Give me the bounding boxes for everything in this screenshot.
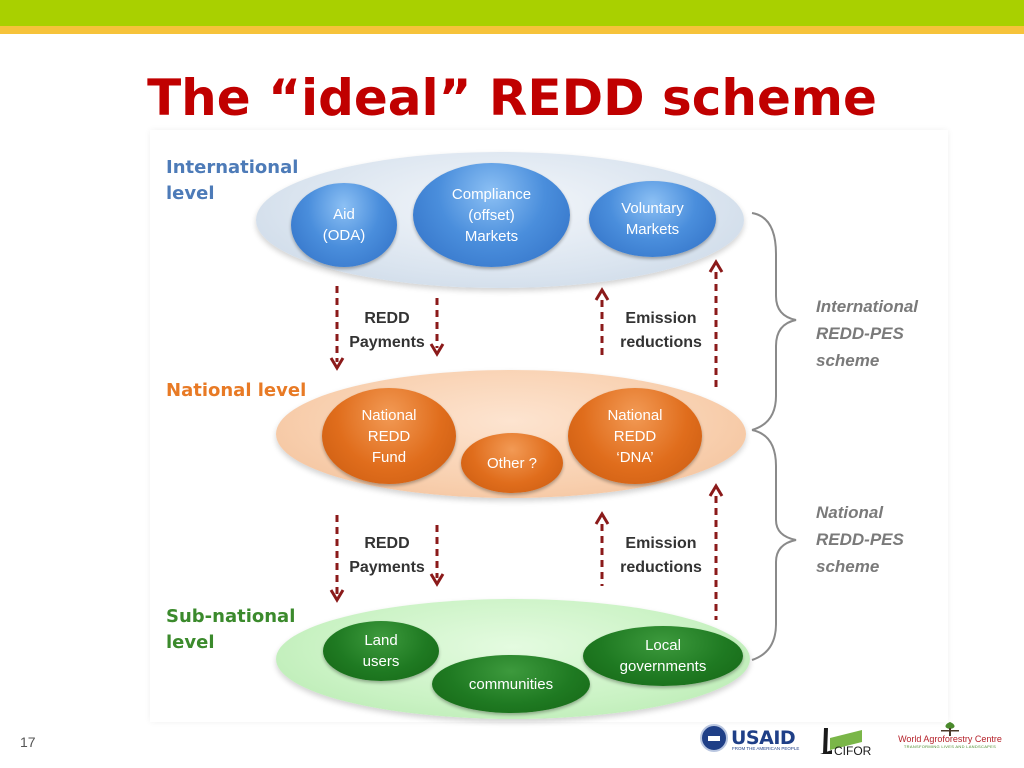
slide-number: 17 (20, 734, 36, 750)
compliance-markets-node: Compliance (offset) Markets (413, 163, 570, 267)
arrowhead (329, 357, 345, 371)
redd-payments-label-lower: REDD Payments (349, 535, 425, 576)
usaid-tagline: FROM THE AMERICAN PEOPLE (732, 746, 800, 751)
national-redd-fund-node: National REDD Fund (322, 388, 456, 484)
international-scheme-label: International REDD-PES scheme (816, 297, 919, 370)
voluntary-markets-node: Voluntary Markets (589, 181, 716, 257)
national-scheme-brace (751, 429, 797, 661)
cifor-wordmark: CIFOR (834, 744, 872, 758)
other-node: Other ? (461, 433, 563, 493)
international-scheme-brace (751, 212, 797, 431)
redd-payments-label-upper: REDD Payments (349, 310, 425, 351)
usaid-wordmark: USAID (731, 727, 796, 749)
arrowhead (708, 483, 724, 497)
subnational-level-label: Sub-national level (166, 606, 296, 653)
icraf-tagline: TRANSFORMING LIVES AND LANDSCAPES (903, 744, 997, 749)
tree-icon (941, 722, 959, 736)
land-users-node: Land users (323, 621, 439, 681)
emission-reductions-label-upper: Emission reductions (620, 310, 702, 351)
aid-oda-node: Aid (ODA) (291, 183, 397, 267)
arrowhead (594, 287, 610, 301)
header-band (0, 0, 1024, 26)
icraf-logo: World Agroforestry Centre TRANSFORMING L… (890, 720, 1010, 762)
arrowhead (708, 259, 724, 273)
national-redd-dna-node: National REDD ‘DNA’ (568, 388, 702, 484)
icraf-wordmark: World Agroforestry Centre (898, 734, 1002, 744)
communities-node: communities (432, 655, 590, 713)
cifor-logo: CIFOR (818, 724, 882, 758)
arrowhead (329, 589, 345, 603)
local-governments-node: Local governments (583, 626, 743, 686)
cifor-mark-icon (823, 728, 828, 754)
slide-title: The “ideal” REDD scheme (147, 69, 877, 127)
national-level-label: National level (166, 380, 307, 401)
header-accent-band (0, 26, 1024, 34)
national-scheme-label: National REDD-PES scheme (816, 503, 904, 576)
emission-reductions-label-lower: Emission reductions (620, 535, 702, 576)
usaid-logo: USAID FROM THE AMERICAN PEOPLE (700, 724, 799, 752)
arrowhead (429, 573, 445, 587)
arrowhead (429, 343, 445, 357)
arrowhead (594, 511, 610, 525)
usaid-seal-icon (700, 724, 728, 752)
partner-logos: USAID FROM THE AMERICAN PEOPLE CIFOR Wor… (700, 718, 1010, 762)
international-level-label: International level (166, 157, 299, 204)
